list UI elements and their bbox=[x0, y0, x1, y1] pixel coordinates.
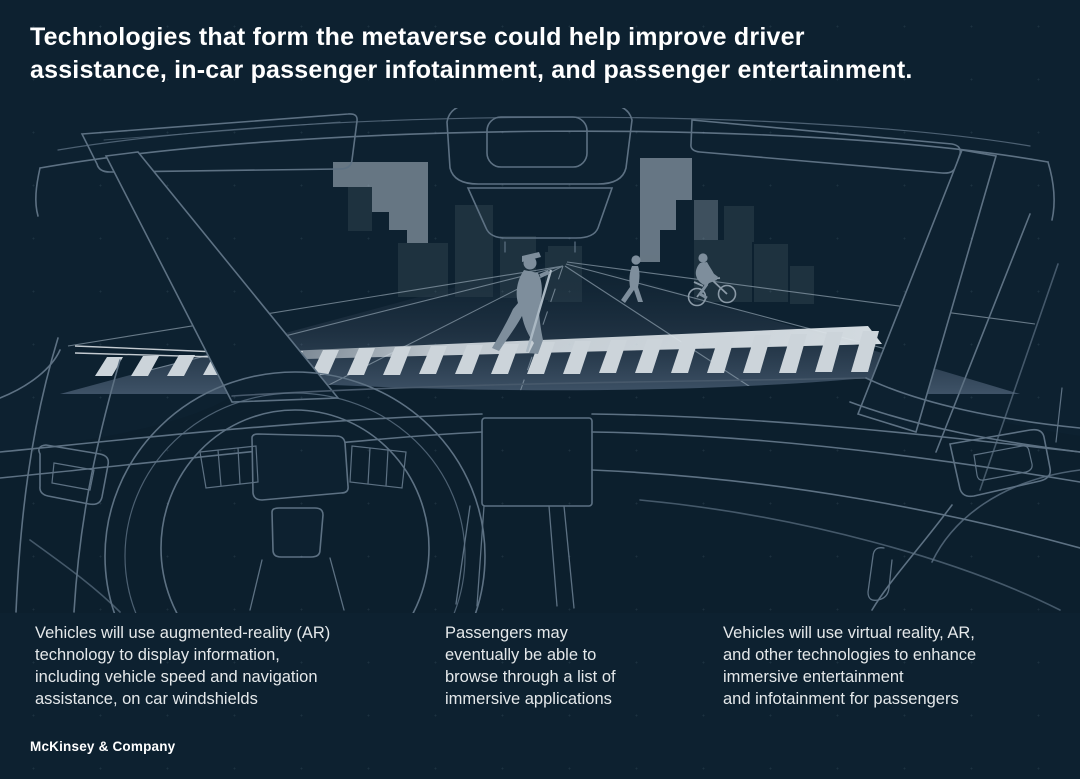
car-interior-illustration bbox=[0, 103, 1080, 741]
walking-cane bbox=[525, 269, 553, 353]
cyclist-silhouette bbox=[687, 253, 737, 307]
steering-wheel bbox=[104, 371, 486, 741]
illustration bbox=[0, 103, 1080, 741]
car-roof bbox=[35, 116, 1055, 221]
car-interior bbox=[0, 103, 1080, 741]
callout-line: assistance, on car windshields bbox=[35, 690, 258, 708]
callout-vr-entertainment: Vehicles will use virtual reality, AR, a… bbox=[723, 622, 1043, 710]
callout-line: immersive applications bbox=[445, 690, 612, 708]
callout-line: including vehicle speed and navigation bbox=[35, 668, 318, 686]
callout-line: Vehicles will use virtual reality, AR, bbox=[723, 624, 975, 642]
callout-line: technology to display information, bbox=[35, 646, 280, 664]
steering-wheel-buttons bbox=[199, 445, 407, 489]
callout-line: browse through a list of bbox=[445, 668, 616, 686]
page-title: Technologies that form the metaverse cou… bbox=[30, 21, 1050, 87]
callout-immersive-apps: Passengers may eventually be able to bro… bbox=[445, 622, 695, 710]
steering-wheel-hub bbox=[251, 433, 349, 501]
callout-ar-windshield: Vehicles will use augmented-reality (AR)… bbox=[35, 622, 415, 710]
mckinsey-company-wordmark: McKinsey & Company bbox=[30, 739, 176, 754]
right-sun-visor bbox=[690, 119, 962, 174]
left-door-panel bbox=[0, 337, 121, 613]
pedestrian-with-cane-silhouette bbox=[492, 252, 553, 354]
pedestrian-silhouette bbox=[621, 255, 643, 303]
title-line-2: assistance, in-car passenger infotainmen… bbox=[30, 56, 913, 84]
callout-line: eventually be able to bbox=[445, 646, 597, 664]
title-line-1: Technologies that form the metaverse cou… bbox=[30, 23, 805, 51]
callout-line: Vehicles will use augmented-reality (AR) bbox=[35, 624, 331, 642]
callout-line: and other technologies to enhance bbox=[723, 646, 977, 664]
callout-line: Passengers may bbox=[445, 624, 568, 642]
callout-line: immersive entertainment bbox=[723, 668, 904, 686]
right-a-pillar bbox=[856, 149, 1059, 491]
left-sun-visor bbox=[80, 113, 358, 173]
right-door-panel bbox=[849, 377, 1080, 611]
callout-line: and infotainment for passengers bbox=[723, 690, 959, 708]
infotainment-screen bbox=[481, 417, 593, 507]
